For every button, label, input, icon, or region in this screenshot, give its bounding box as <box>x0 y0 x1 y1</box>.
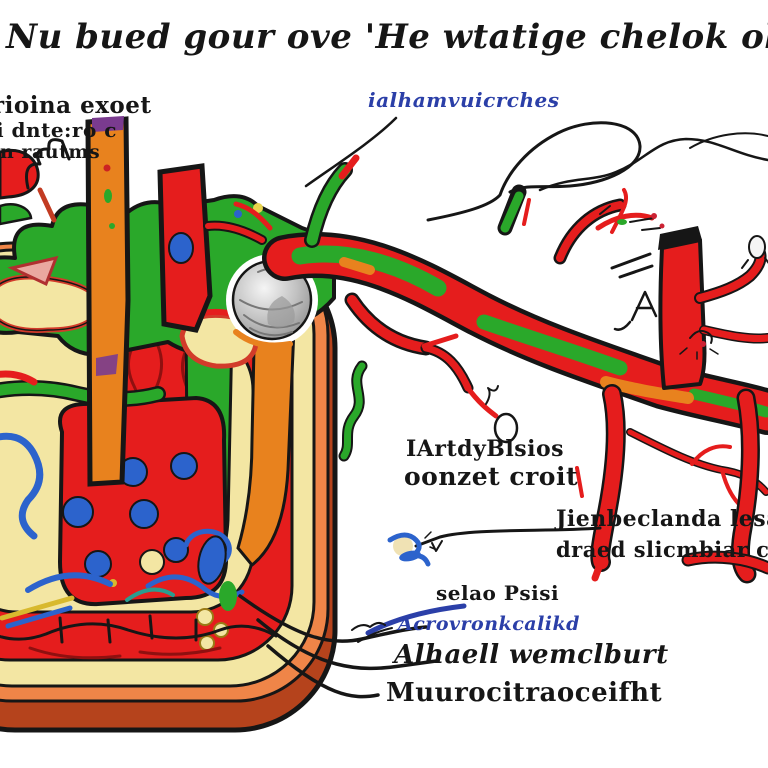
label-bottom-3: Alhaell wemclburt <box>394 640 669 670</box>
leader-lines <box>238 116 602 699</box>
label-hilum-2: oonzet croit <box>404 462 578 491</box>
tubes <box>25 116 213 487</box>
sketch-lines <box>426 121 768 331</box>
label-bottom-2-blue: Acrovronkcalikd <box>398 613 580 635</box>
label-top-left-3: n rautms <box>0 141 101 163</box>
label-top-left-1: rioina exoet <box>0 92 152 119</box>
label-vessel-blue: ialhamvuicrches <box>368 88 560 112</box>
label-right-1: Jienbeclanda lesail <box>556 506 768 532</box>
diagram-title: Nu bued gour ove 'He wtatige chelok ol d… <box>6 17 768 57</box>
vessel-tree <box>203 154 768 584</box>
label-hilum-1: IArtdyBlsios <box>406 436 565 462</box>
orange-tube <box>85 116 131 487</box>
label-right-2: draed slicmbiar cardles <box>556 537 768 562</box>
label-top-left-2: i dnte:ro c <box>0 118 117 142</box>
label-bottom-1: selao Psisi <box>436 581 560 605</box>
label-bottom-4: Muurocitraoceifht <box>386 678 663 708</box>
